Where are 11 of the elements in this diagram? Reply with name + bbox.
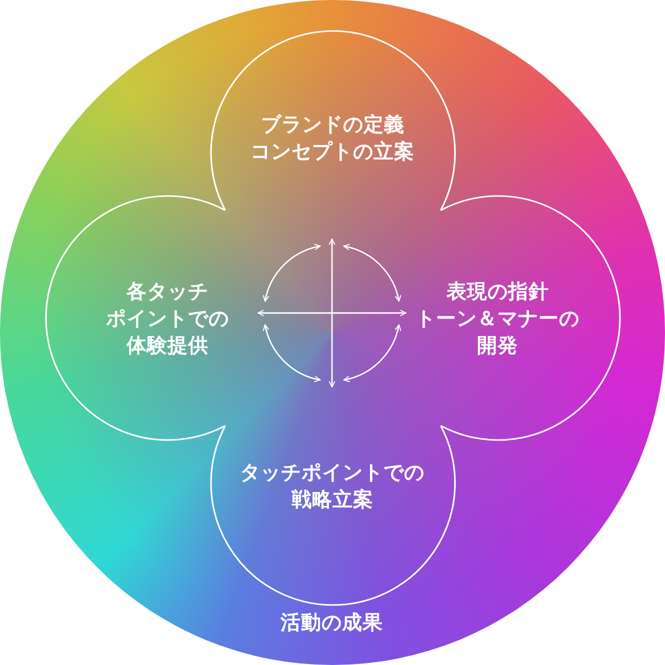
arrow <box>263 324 321 382</box>
arrow <box>328 238 336 388</box>
petal-text: タッチポイントでの戦略立案 <box>240 459 424 513</box>
petal-text: 表現の指針トーン＆マナーの開発 <box>416 278 580 358</box>
caption-text: 活動の成果 <box>280 608 383 636</box>
arrow <box>343 324 401 382</box>
arrow <box>258 310 406 316</box>
arrow <box>263 244 321 302</box>
arrow <box>343 244 401 302</box>
petal-text: 各タッチポイントでの体験提供 <box>106 278 229 358</box>
petal-text: ブランドの定義コンセプトの立案 <box>250 111 414 165</box>
